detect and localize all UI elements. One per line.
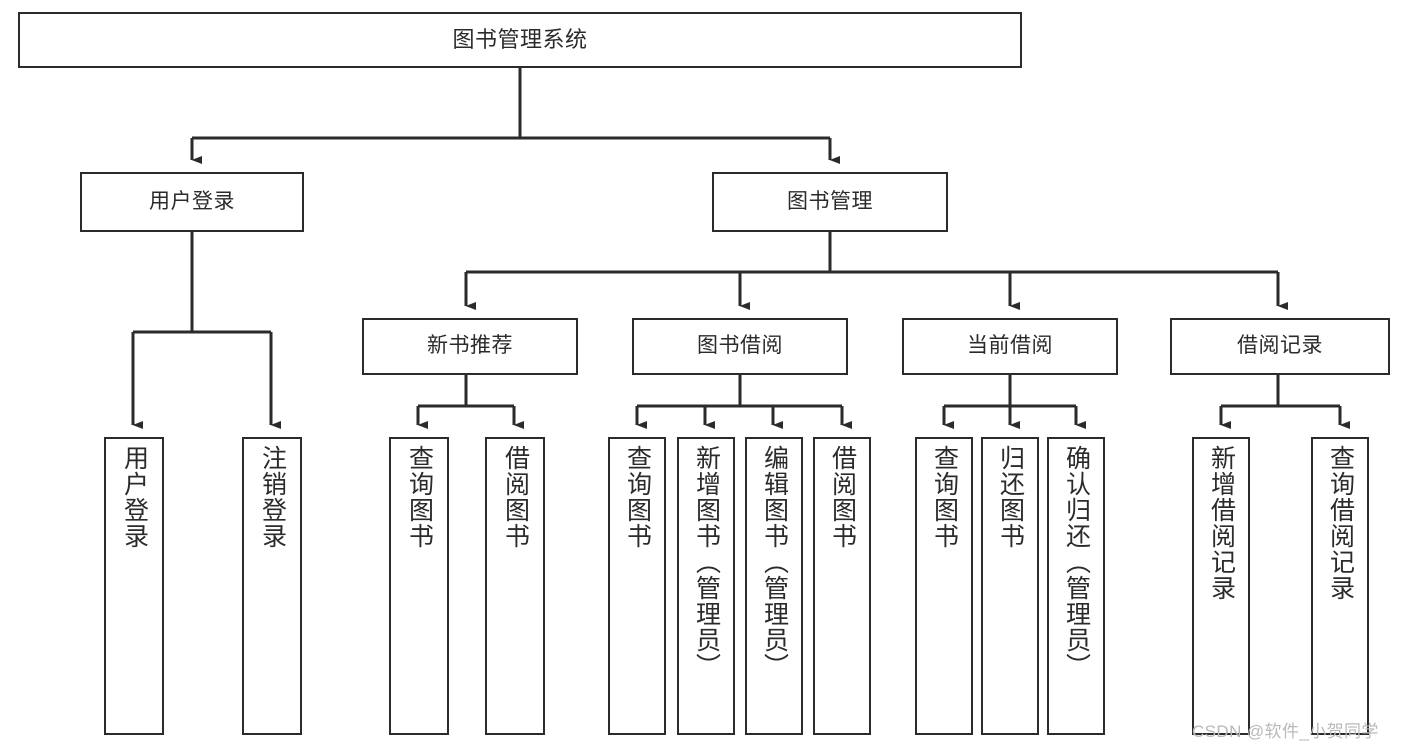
node-label: 借阅记录 xyxy=(1237,334,1323,358)
node-leaf-add-book-admin[interactable]: 新增图书（管理员） xyxy=(677,437,735,735)
node-label: 注销登录 xyxy=(258,445,287,549)
node-leaf-query-book-current[interactable]: 查询图书 xyxy=(915,437,973,735)
node-label: 查询图书 xyxy=(930,445,959,549)
node-label: 图书借阅 xyxy=(697,334,783,358)
node-label: 确认归还（管理员） xyxy=(1062,445,1091,679)
node-leaf-query-book-borrow[interactable]: 查询图书 xyxy=(608,437,666,735)
node-leaf-confirm-return-admin[interactable]: 确认归还（管理员） xyxy=(1047,437,1105,735)
node-leaf-return-book[interactable]: 归还图书 xyxy=(981,437,1039,735)
node-current-borrow[interactable]: 当前借阅 xyxy=(902,318,1118,375)
node-leaf-add-borrow-record[interactable]: 新增借阅记录 xyxy=(1192,437,1250,735)
node-leaf-borrow-book[interactable]: 借阅图书 xyxy=(813,437,871,735)
node-label: 用户登录 xyxy=(120,445,149,549)
node-label: 新增借阅记录 xyxy=(1207,445,1236,601)
node-borrow-record[interactable]: 借阅记录 xyxy=(1170,318,1390,375)
node-leaf-query-borrow-record[interactable]: 查询借阅记录 xyxy=(1311,437,1369,735)
node-label: 归还图书 xyxy=(996,445,1025,549)
node-root-system[interactable]: 图书管理系统 xyxy=(18,12,1022,68)
node-label: 借阅图书 xyxy=(501,445,530,549)
node-leaf-query-book-new[interactable]: 查询图书 xyxy=(389,437,449,735)
node-label: 新书推荐 xyxy=(427,334,513,358)
node-label: 查询图书 xyxy=(623,445,652,549)
node-label: 借阅图书 xyxy=(828,445,857,549)
node-leaf-user-login[interactable]: 用户登录 xyxy=(104,437,164,735)
watermark-text: CSDN @软件_小贺同学 xyxy=(1192,722,1379,741)
node-label: 查询图书 xyxy=(405,445,434,549)
node-leaf-edit-book-admin[interactable]: 编辑图书（管理员） xyxy=(745,437,803,735)
node-leaf-logout[interactable]: 注销登录 xyxy=(242,437,302,735)
node-label: 编辑图书（管理员） xyxy=(760,445,789,679)
node-leaf-borrow-book-new[interactable]: 借阅图书 xyxy=(485,437,545,735)
node-label: 图书管理 xyxy=(787,189,873,213)
node-book-borrow[interactable]: 图书借阅 xyxy=(632,318,848,375)
node-user-login[interactable]: 用户登录 xyxy=(80,172,304,232)
node-label: 当前借阅 xyxy=(967,334,1053,358)
node-book-management[interactable]: 图书管理 xyxy=(712,172,948,232)
node-label: 新增图书（管理员） xyxy=(692,445,721,679)
node-label: 图书管理系统 xyxy=(452,27,588,53)
node-label: 查询借阅记录 xyxy=(1326,445,1355,601)
node-new-book-recommend[interactable]: 新书推荐 xyxy=(362,318,578,375)
node-label: 用户登录 xyxy=(149,189,235,213)
